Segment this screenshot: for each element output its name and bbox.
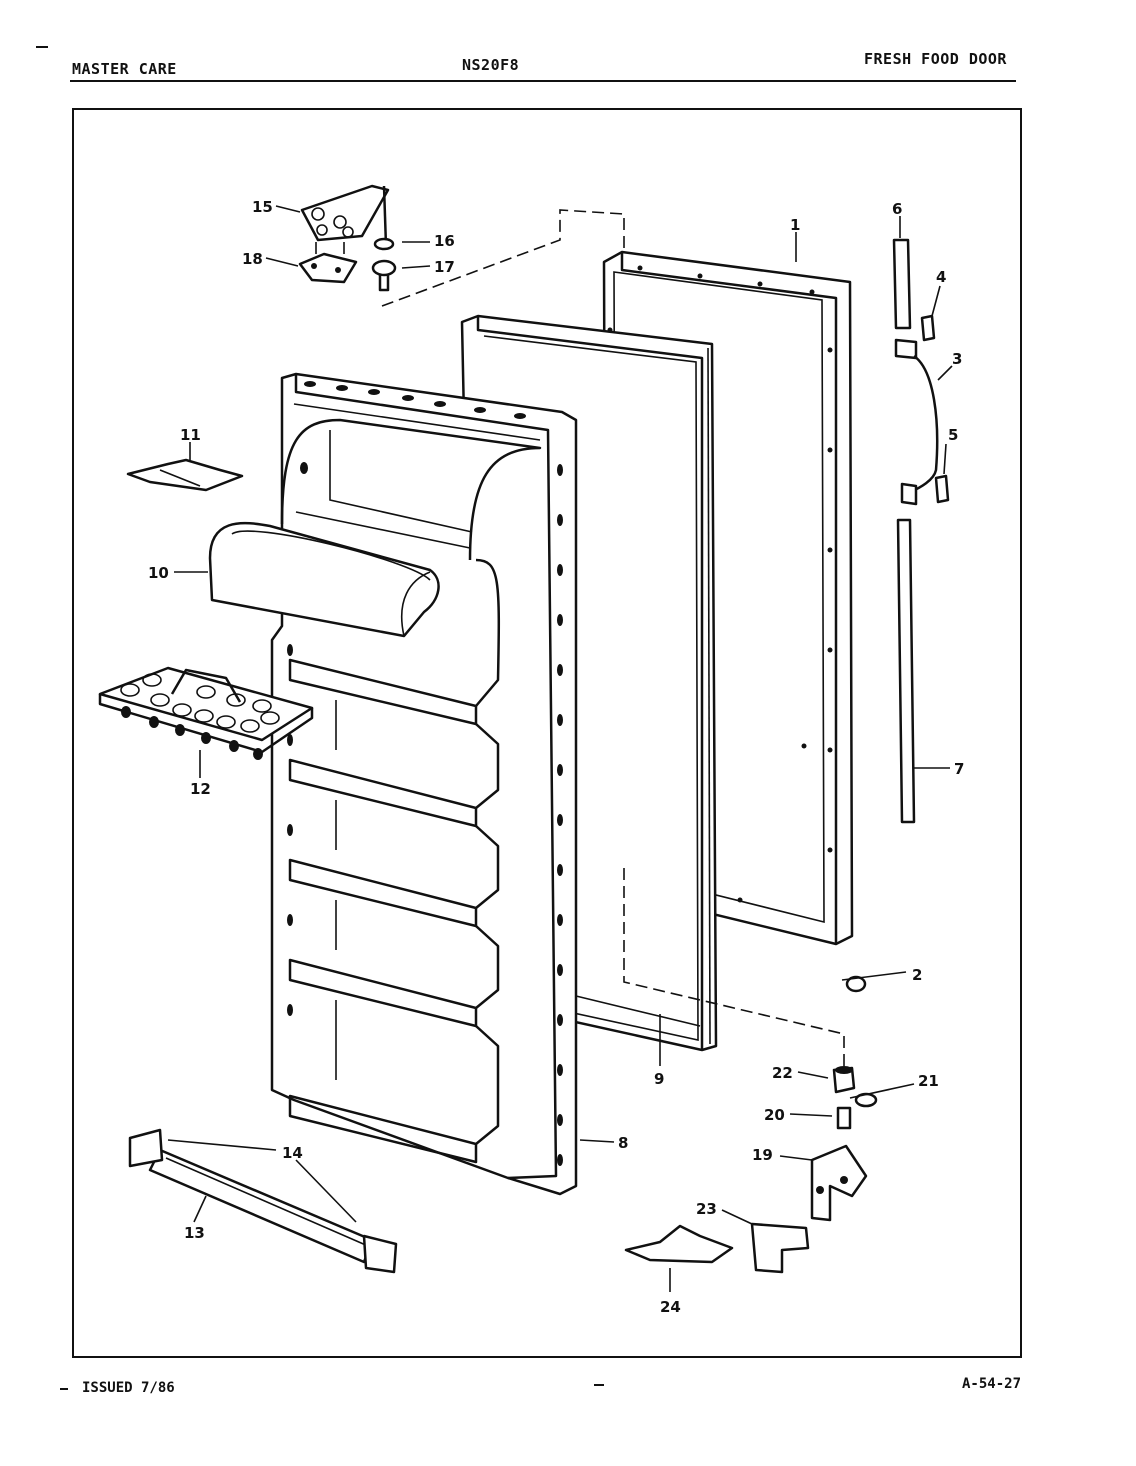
callout-7: 7 <box>954 760 964 778</box>
lower-alignment-line <box>623 868 845 1066</box>
callout-9: 9 <box>654 1070 664 1088</box>
callout-14: 14 <box>282 1144 303 1162</box>
top-hinge-assembly <box>298 184 397 292</box>
door-stop <box>750 1222 810 1274</box>
dairy-hinge-bracket <box>126 458 244 492</box>
hinge-bushing <box>845 975 867 993</box>
callout-13: 13 <box>184 1224 205 1242</box>
egg-tray <box>98 666 314 760</box>
bottom-hinge-assembly <box>810 1066 878 1222</box>
margin-mark <box>594 1384 604 1386</box>
lower-hinge-bracket <box>624 1224 734 1264</box>
callout-20: 20 <box>764 1106 785 1124</box>
callout-4: 4 <box>936 268 946 286</box>
callout-22: 22 <box>772 1064 793 1082</box>
dairy-door <box>208 521 440 638</box>
door-trim-bar <box>128 1128 398 1274</box>
section-title: FRESH FOOD DOOR <box>864 50 1007 68</box>
callout-17: 17 <box>434 258 455 276</box>
header-rule <box>70 80 1016 82</box>
brand-label: MASTER CARE <box>72 60 177 78</box>
callout-23: 23 <box>696 1200 717 1218</box>
hinge-alignment-line <box>381 209 625 307</box>
leader-lines <box>167 205 953 1292</box>
margin-mark <box>60 1388 68 1390</box>
page-reference: A-54-27 <box>962 1376 1022 1392</box>
door-handle-parts <box>892 238 950 824</box>
callout-12: 12 <box>190 780 211 798</box>
callout-19: 19 <box>752 1146 773 1164</box>
callout-24: 24 <box>660 1298 681 1316</box>
callout-8: 8 <box>618 1134 628 1152</box>
callout-18: 18 <box>242 250 263 268</box>
model-number: NS20F8 <box>462 56 520 74</box>
margin-mark <box>36 46 48 48</box>
callout-1: 1 <box>790 216 800 234</box>
callout-15: 15 <box>252 198 273 216</box>
callout-11: 11 <box>180 426 201 444</box>
inner-door-liner <box>270 372 578 1196</box>
callout-16: 16 <box>434 232 455 250</box>
issue-date: ISSUED 7/86 <box>82 1380 175 1396</box>
part-callouts: 1 2 3 4 5 6 7 8 9 10 11 12 13 14 15 16 1… <box>148 198 964 1316</box>
callout-6: 6 <box>892 200 902 218</box>
callout-2: 2 <box>912 966 922 984</box>
diagram-frame <box>72 108 1022 1358</box>
callout-5: 5 <box>948 426 958 444</box>
callout-21: 21 <box>918 1072 939 1090</box>
callout-10: 10 <box>148 564 169 582</box>
callout-3: 3 <box>952 350 962 368</box>
